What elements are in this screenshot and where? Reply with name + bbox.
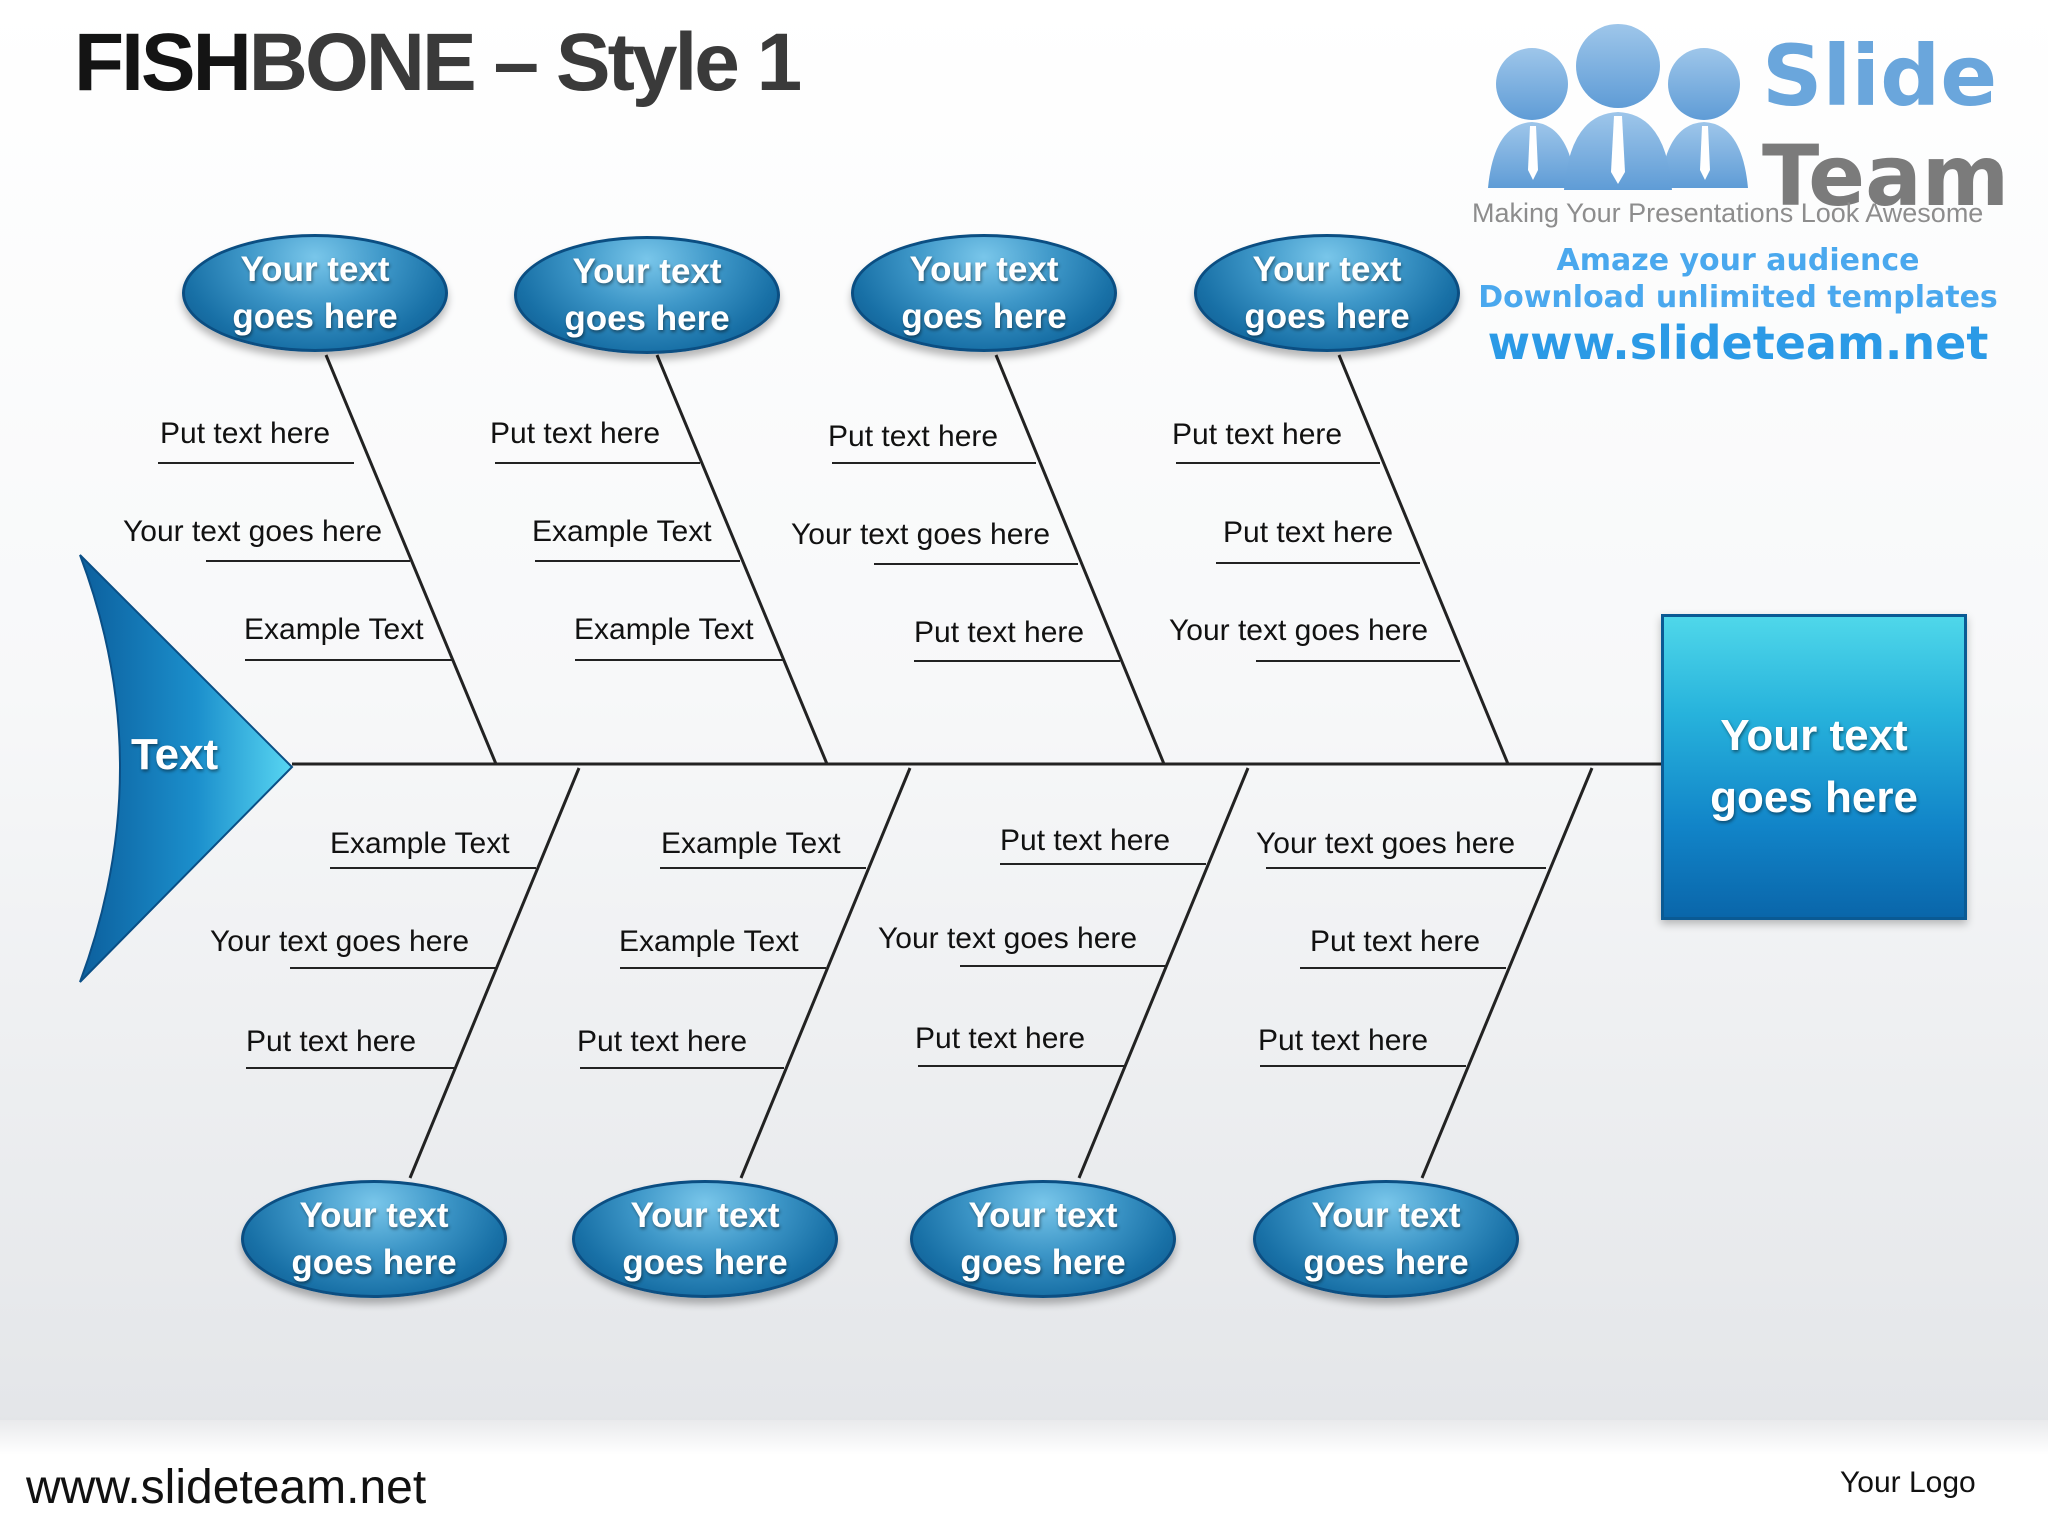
cause-label: Example Text [661, 827, 841, 860]
top-category-1-label: Your text goes here [232, 250, 398, 336]
top-category-3: Your text goes here [851, 234, 1117, 352]
logo-tagline: Making Your Presentations Look Awesome [1472, 198, 1984, 228]
bottom-category-2: Your text goes here [572, 1180, 838, 1298]
fish-head-label: Text [131, 730, 219, 779]
logo-name-team: Team [1762, 127, 2010, 225]
slide-title: FISHBONE – Style 1 [74, 17, 803, 108]
promo-line-2: Download unlimited templates [1478, 280, 1998, 315]
top-category-3-label: Your text goes here [901, 250, 1067, 336]
bottom-category-2-label: Your text goes here [622, 1196, 788, 1282]
bottom-category-1-label: Your text goes here [291, 1196, 457, 1282]
slideteam-logo: Slide Team Making Your Presentations Loo… [1470, 20, 2030, 380]
bottom-category-3: Your text goes here [910, 1180, 1176, 1298]
top-category-4: Your text goes here [1194, 234, 1460, 352]
bottom-bone-2 [739, 767, 912, 1179]
cause-label: Example Text [574, 613, 754, 646]
cause-label: Put text here [1172, 418, 1343, 451]
bottom-category-1: Your text goes here [241, 1180, 507, 1298]
bottom-bone-1 [408, 767, 581, 1179]
top-category-1: Your text goes here [182, 234, 448, 352]
cause-label: Put text here [577, 1025, 748, 1058]
bottom-category-4: Your text goes here [1253, 1180, 1519, 1298]
cause-label: Put text here [915, 1022, 1086, 1055]
cause-label: Your text goes here [878, 922, 1138, 955]
top-bone-1 [324, 354, 498, 765]
cause-label: Example Text [330, 827, 510, 860]
bottom-category-3-label: Your text goes here [960, 1196, 1126, 1282]
cause-label: Put text here [914, 616, 1085, 649]
title-bone: BONE [248, 17, 477, 108]
effect-box: Your text goes here [1661, 614, 1967, 920]
footer-band [0, 1420, 2048, 1536]
cause-label: Your text goes here [123, 515, 383, 548]
cause-label: Put text here [1310, 925, 1481, 958]
cause-label: Put text here [828, 420, 999, 453]
cause-label: Example Text [244, 613, 424, 646]
cause-label: Your text goes here [1256, 827, 1516, 860]
title-fish: FISH [74, 17, 252, 108]
footer-url: www.slideteam.net [26, 1461, 427, 1514]
footer-logo-placeholder: Your Logo [1840, 1466, 1976, 1499]
logo-name-slide: Slide [1762, 27, 1998, 125]
top-category-2: Your text goes here [514, 236, 780, 354]
top-category-4-label: Your text goes here [1244, 250, 1410, 336]
title-style: – Style 1 [473, 17, 803, 108]
cause-label: Put text here [1258, 1024, 1429, 1057]
top-bone-2 [655, 354, 829, 765]
cause-label: Example Text [619, 925, 799, 958]
bottom-bone-4 [1420, 767, 1594, 1179]
top-bone-4 [1337, 354, 1510, 765]
people-icon [1488, 24, 1748, 190]
cause-label: Put text here [1000, 824, 1171, 857]
cause-label: Your text goes here [791, 518, 1051, 551]
cause-label: Put text here [1223, 516, 1394, 549]
cause-label: Put text here [246, 1025, 417, 1058]
effect-label: Your text goes here [1710, 711, 1918, 822]
cause-label: Your text goes here [210, 925, 470, 958]
bottom-category-4-label: Your text goes here [1303, 1196, 1469, 1282]
top-bone-3 [994, 354, 1166, 765]
promo-url: www.slideteam.net [1487, 316, 1989, 370]
cause-label: Example Text [532, 515, 712, 548]
cause-label: Your text goes here [1169, 614, 1429, 647]
cause-underlines [158, 462, 1546, 1069]
cause-label: Put text here [490, 417, 661, 450]
cause-label: Put text here [160, 417, 331, 450]
promo-line-1: Amaze your audience [1556, 243, 1920, 278]
bottom-bone-3 [1077, 767, 1250, 1179]
fish-head-shape [79, 554, 294, 983]
top-category-2-label: Your text goes here [564, 252, 730, 338]
